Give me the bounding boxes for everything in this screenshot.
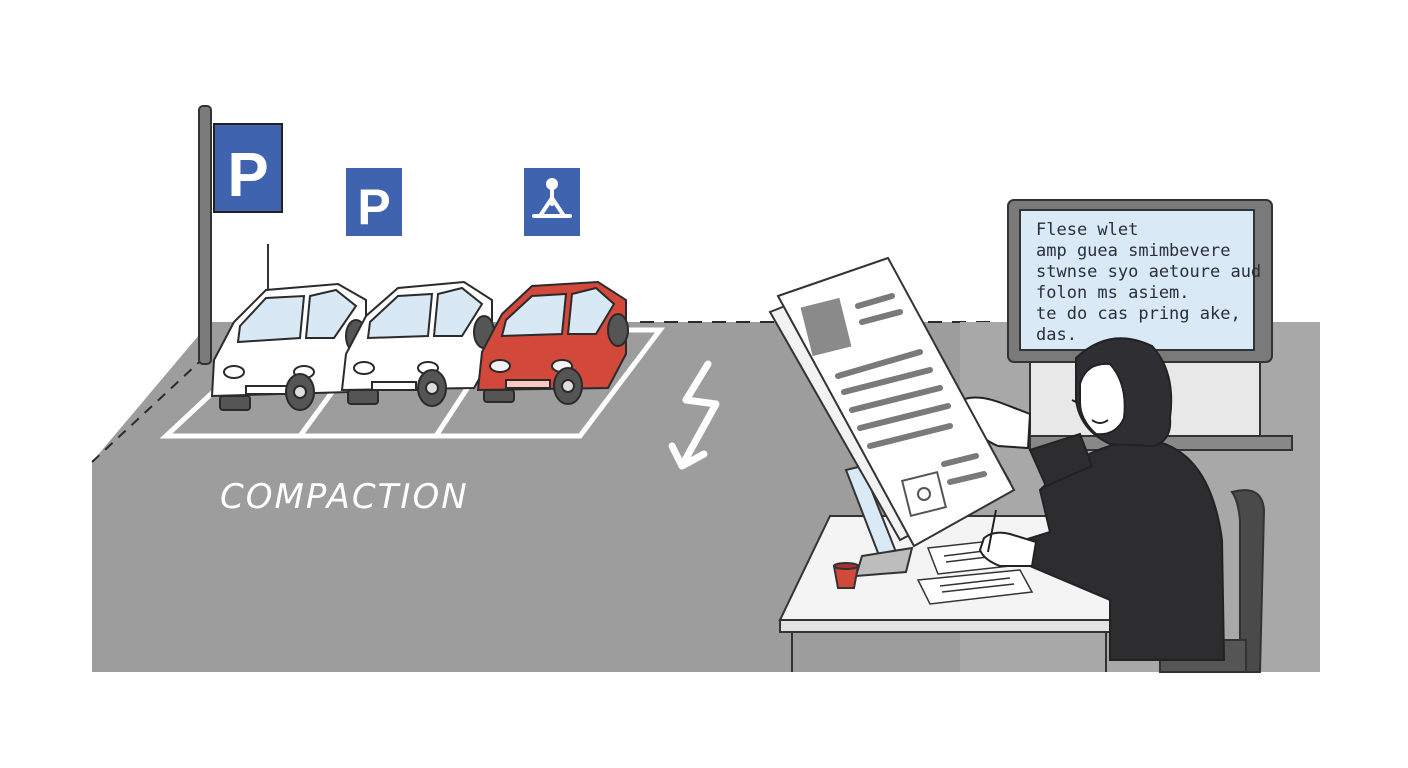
monitor-text-block: Flese wlet amp guea smimbevere stwnse sy… [1036, 220, 1261, 345]
parking-sign-1-letter: P [227, 141, 268, 210]
white-car-2 [340, 280, 495, 407]
parking-sign-2: P [346, 168, 402, 236]
person-reading [956, 337, 1226, 661]
parking-sign-1: P [213, 123, 283, 213]
monitor-line-3: stwnse syo aetoure aud [1036, 262, 1261, 282]
white-car-1 [210, 282, 367, 411]
monitor-line-6: das. [1036, 325, 1077, 345]
red-car [476, 280, 629, 405]
monitor-line-4: folon ms asiem. [1036, 283, 1190, 303]
monitor-line-2: amp guea smimbevere [1036, 241, 1230, 261]
wall-monitor: Flese wlet amp guea smimbevere stwnse sy… [1007, 199, 1273, 363]
accessible-sign [524, 168, 580, 236]
monitor-line-1: Flese wlet [1036, 220, 1138, 240]
monitor-line-5: te do cas pring ake, [1036, 304, 1241, 324]
large-document [768, 256, 1016, 548]
sign-pole [198, 105, 269, 365]
coffee-cup-icon [832, 562, 860, 589]
desk-papers [916, 539, 1034, 605]
parking-sign-2-letter: P [357, 179, 390, 235]
zigzag-down-arrow-icon [668, 360, 720, 470]
ground-painted-text: COMPACTION [220, 477, 469, 517]
accessible-icon [532, 178, 572, 218]
